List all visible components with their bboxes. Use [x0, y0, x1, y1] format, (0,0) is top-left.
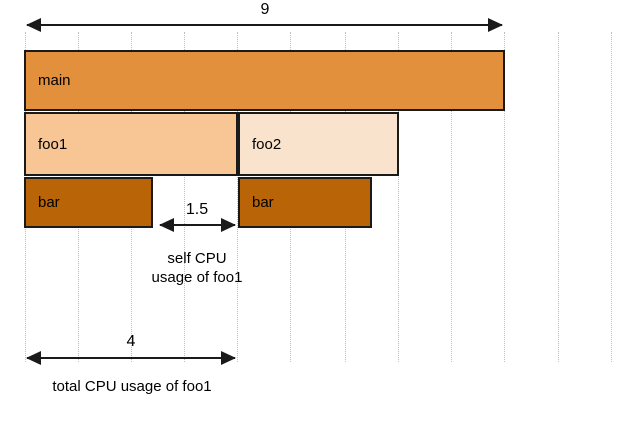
gridline-11 — [611, 32, 612, 362]
frame-label-foo1: foo1 — [38, 135, 68, 153]
frame-label-bar-left: bar — [38, 194, 60, 211]
measure-arrow-self-cpu — [159, 218, 236, 232]
gridline-10 — [558, 32, 559, 362]
measure-value-total-cpu: 4 — [126, 333, 136, 350]
gridline-8 — [451, 32, 452, 362]
frame-bar-right[interactable]: bar — [238, 177, 372, 228]
measure-arrow-total-width — [26, 18, 503, 32]
frame-label-foo2: foo2 — [252, 135, 282, 153]
gridline-7 — [398, 32, 399, 362]
gridline-9 — [504, 32, 505, 362]
frame-label-main: main — [38, 72, 71, 89]
measure-value-self-cpu: 1.5 — [185, 201, 209, 218]
annotation-self-cpu: self CPU usage of foo1 — [151, 250, 243, 286]
gridline-4 — [237, 32, 238, 362]
frame-foo1[interactable]: foo1 — [24, 112, 238, 176]
frame-foo2[interactable]: foo2 — [238, 112, 399, 176]
annotation-total-cpu: total CPU usage of foo1 — [52, 378, 212, 395]
frame-bar-left[interactable]: bar — [24, 177, 153, 228]
measure-value-total-width: 9 — [260, 1, 270, 18]
frame-main[interactable]: main — [24, 50, 505, 111]
frame-label-bar-right: bar — [252, 194, 274, 211]
gridline-3 — [184, 32, 185, 362]
measure-arrow-total-cpu — [26, 351, 236, 365]
